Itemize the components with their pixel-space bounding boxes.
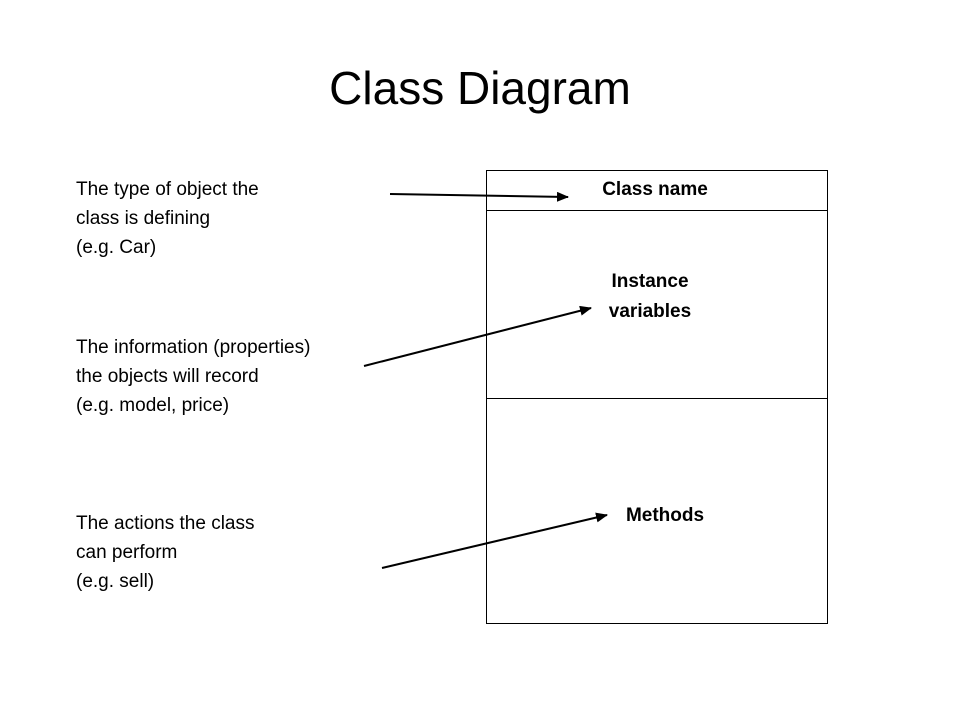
- annotation-line: the objects will record: [76, 366, 259, 387]
- annotation-instance-variables: The information (properties) the objects…: [76, 333, 310, 420]
- annotation-methods: The actions the class can perform (e.g. …: [76, 509, 254, 596]
- methods-label: Methods: [565, 501, 765, 531]
- annotation-line: (e.g. Car): [76, 237, 157, 258]
- annotation-line: The type of object the: [76, 179, 259, 200]
- instance-variables-label: Instance variables: [560, 267, 740, 327]
- instance-variables-compartment: [487, 211, 827, 399]
- methods-label-text: Methods: [625, 505, 705, 526]
- class-name-compartment: [487, 171, 827, 211]
- instance-variables-label-line: variables: [608, 301, 692, 322]
- annotation-class-name: The type of object the class is defining…: [76, 175, 259, 262]
- annotation-line: can perform: [76, 542, 178, 563]
- annotation-line: (e.g. model, price): [76, 395, 230, 416]
- annotation-line: (e.g. sell): [76, 571, 155, 592]
- annotation-line: The actions the class: [76, 513, 255, 534]
- instance-variables-label-line: Instance: [611, 271, 689, 292]
- class-name-label-text: Class name: [602, 179, 708, 200]
- class-name-label: Class name: [540, 175, 770, 205]
- slide-title: Class Diagram: [329, 62, 631, 114]
- annotation-line: class is defining: [76, 208, 211, 229]
- annotation-line: The information (properties): [76, 337, 311, 358]
- class-box: [486, 170, 828, 624]
